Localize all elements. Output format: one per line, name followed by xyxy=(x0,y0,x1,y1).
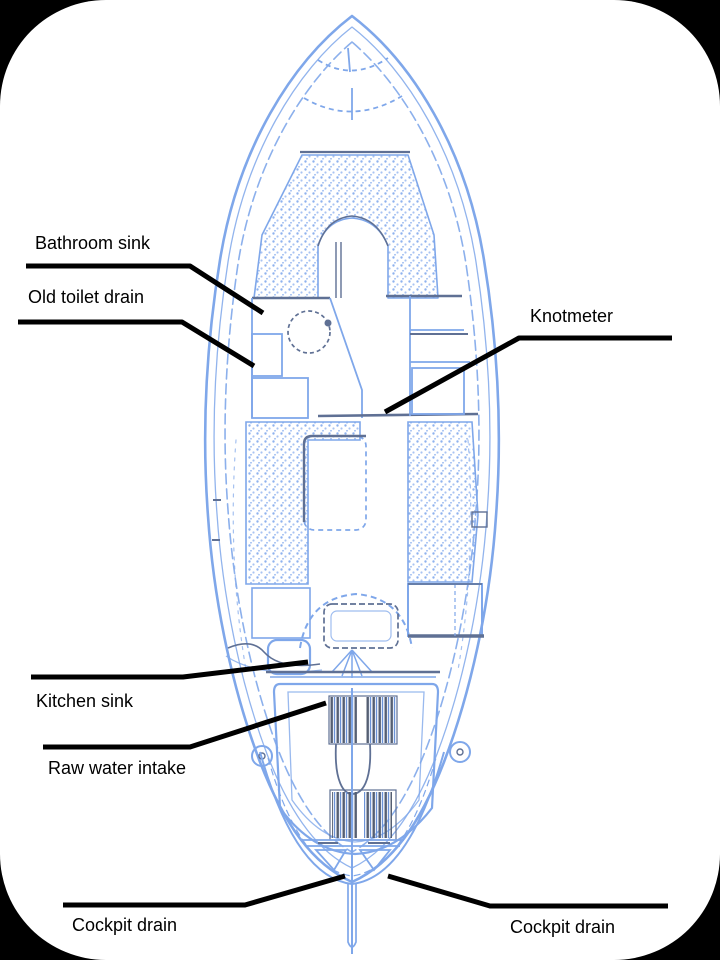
rudder xyxy=(347,884,357,948)
cockpit-drain-port xyxy=(313,849,348,872)
label-raw-water-intake: Raw water intake xyxy=(48,758,187,778)
leader-old-toilet-drain xyxy=(18,319,256,369)
quarter-berth xyxy=(407,583,484,638)
bathroom-sink-cabinet xyxy=(251,333,283,377)
toilet xyxy=(287,310,331,354)
annotation-leaders xyxy=(18,263,672,909)
engine-hatch-aft xyxy=(332,792,357,838)
leader-knotmeter xyxy=(383,335,672,415)
label-knotmeter: Knotmeter xyxy=(530,306,614,326)
leader-bathroom-sink xyxy=(26,263,265,316)
stern xyxy=(259,751,445,948)
label-old-toilet-drain: Old toilet drain xyxy=(28,287,145,307)
label-bathroom-sink: Bathroom sink xyxy=(35,233,151,253)
winch-starboard xyxy=(449,741,471,763)
cockpit-drain-starboard xyxy=(358,849,392,872)
head-compartment xyxy=(251,242,479,419)
salon xyxy=(212,421,488,585)
kitchen-sink-basin xyxy=(266,638,312,676)
companionway xyxy=(266,592,440,678)
leader-cockpit-drain-right xyxy=(387,873,668,909)
v-berth xyxy=(253,154,439,299)
bow-anchor-well xyxy=(300,47,410,154)
winch-port xyxy=(251,745,273,767)
cockpit xyxy=(251,682,471,954)
label-kitchen-sink: Kitchen sink xyxy=(36,691,134,711)
leader-cockpit-drain-left xyxy=(63,873,346,908)
label-cockpit-drain-right: Cockpit drain xyxy=(510,917,616,937)
leader-raw-water-intake xyxy=(43,700,327,750)
label-cockpit-drain-left: Cockpit drain xyxy=(72,915,178,935)
starboard-settee xyxy=(407,421,479,583)
leader-kitchen-sink xyxy=(31,659,309,680)
salon-table xyxy=(303,435,367,531)
